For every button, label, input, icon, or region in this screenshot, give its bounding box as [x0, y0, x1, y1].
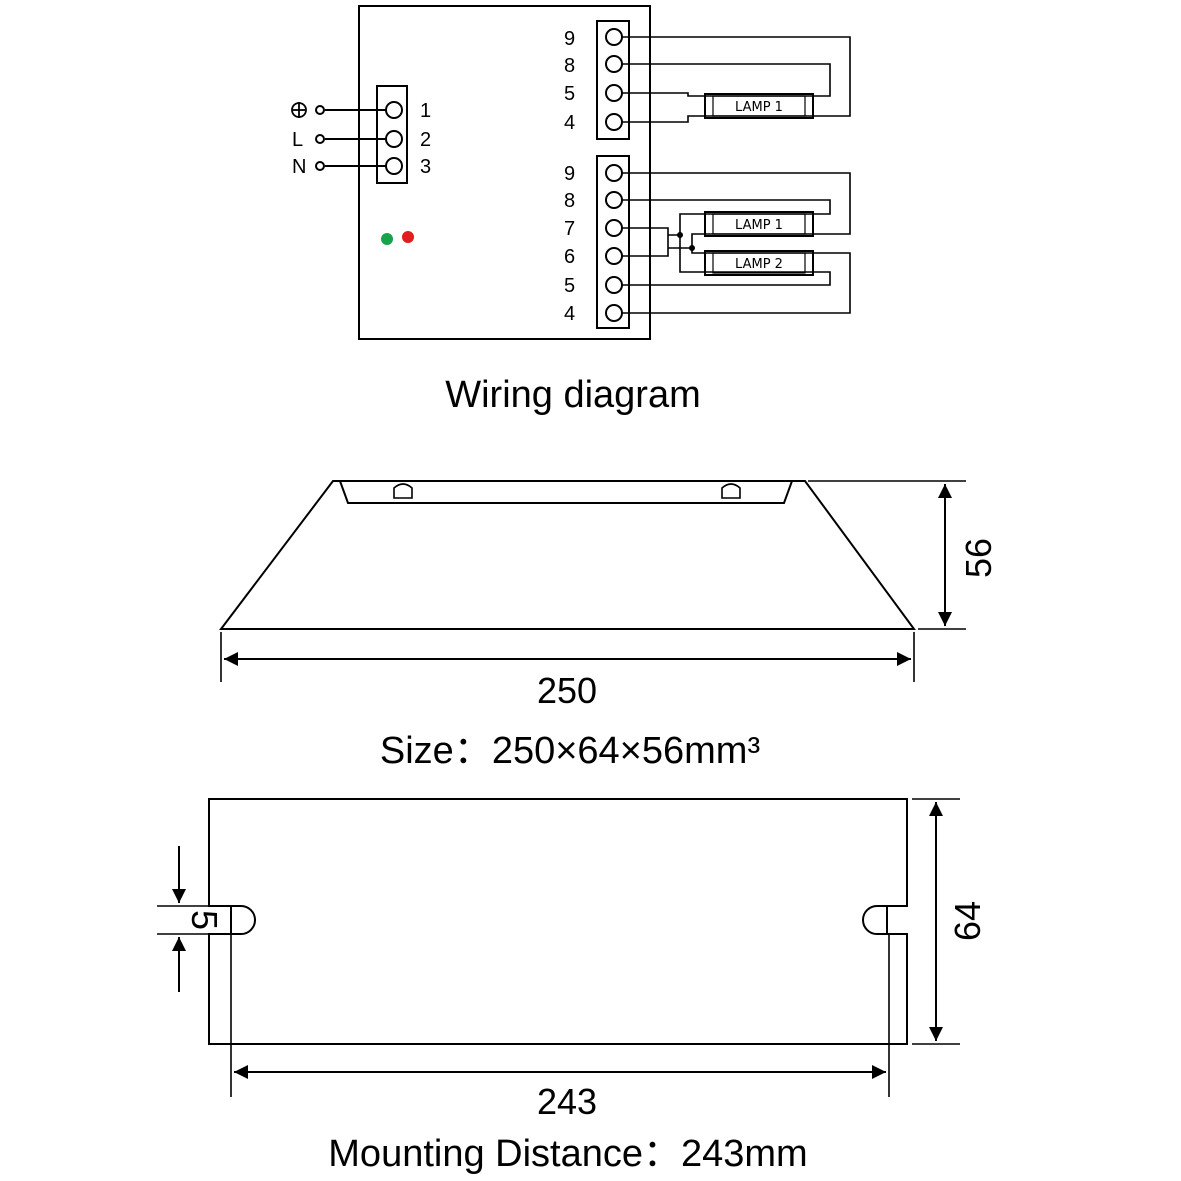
input-label-3: 3	[420, 156, 431, 178]
line-label-l: L	[292, 129, 303, 151]
top-view	[157, 798, 960, 1097]
upper-terminal-4: 4	[564, 112, 575, 134]
lower-lamp-1	[704, 211, 814, 237]
ground-icon	[291, 102, 307, 118]
wiring-diagram	[291, 5, 851, 340]
size-caption: Size：250×64×56mm³	[380, 730, 760, 772]
green-indicator	[381, 233, 393, 245]
mounting-plate-outline	[208, 798, 908, 1045]
mount-dimension-label: 243	[537, 1081, 597, 1122]
input-terminal-2	[385, 130, 403, 148]
input-wire-end-l	[315, 134, 325, 144]
line-label-n: N	[292, 156, 306, 178]
input-label-1: 1	[420, 100, 431, 122]
mounting-caption: Mounting Distance：243mm	[328, 1133, 807, 1175]
lower-terminal-5: 5	[564, 275, 575, 297]
input-label-2: 2	[420, 129, 431, 151]
lower-terminal-block	[596, 155, 630, 329]
input-terminal-block	[376, 85, 408, 184]
wiring-caption: Wiring diagram	[445, 374, 701, 416]
slot-dimension-label: 5	[184, 910, 225, 930]
left-mounting-slot	[231, 905, 256, 935]
right-mounting-slot	[862, 905, 887, 935]
height-dimension-label: 56	[958, 538, 999, 578]
length-dimension-label: 250	[537, 670, 597, 711]
width-dimension-label: 64	[947, 901, 988, 941]
input-terminal-1	[385, 101, 403, 119]
lower-lamp-2	[704, 250, 814, 276]
upper-terminal-5: 5	[564, 83, 575, 105]
lower-terminal-4: 4	[564, 303, 575, 325]
lower-terminal-6: 6	[564, 246, 575, 268]
input-wire-end-ground	[315, 105, 325, 115]
lower-terminal-8: 8	[564, 190, 575, 212]
lower-lamp-1-label: LAMP 1	[735, 218, 783, 233]
input-wire-end-n	[315, 161, 325, 171]
upper-terminal-8: 8	[564, 55, 575, 77]
side-view	[218, 480, 966, 682]
upper-lamp-1	[704, 93, 814, 119]
lower-lamp-2-label: LAMP 2	[735, 257, 783, 272]
red-indicator	[402, 231, 414, 243]
input-terminal-3	[385, 157, 403, 175]
upper-lamp-label: LAMP 1	[735, 100, 783, 115]
upper-terminal-block	[596, 20, 630, 140]
lower-terminal-9: 9	[564, 163, 575, 185]
housing-profile	[218, 480, 916, 630]
lower-terminal-7: 7	[564, 218, 575, 240]
upper-terminal-9: 9	[564, 28, 575, 50]
